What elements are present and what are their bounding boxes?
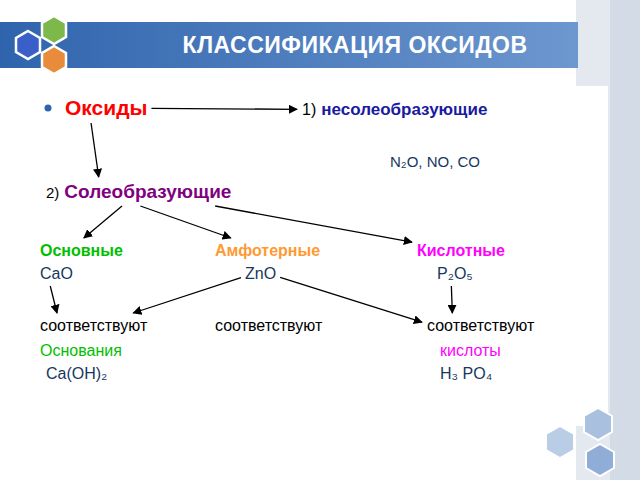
example-formula: P₂O₅ xyxy=(435,264,475,284)
node-text: ZnO xyxy=(245,265,276,282)
node-text-part: несолеобразующие xyxy=(321,100,487,119)
arrow-connector xyxy=(50,286,57,313)
relation-word: соответствуют xyxy=(425,316,536,336)
hexagon xyxy=(16,31,40,59)
relation-word: соответствуют xyxy=(38,316,149,336)
arrow-connector xyxy=(215,206,412,242)
node-text: Кислотные xyxy=(417,242,505,259)
node-text: P₂O₅ xyxy=(437,265,473,282)
arrow-connector xyxy=(451,286,453,313)
hexagon-cluster xyxy=(16,16,66,74)
title-band xyxy=(0,22,578,68)
node-text: Ca(OH)₂ xyxy=(46,365,107,382)
arrow-connector xyxy=(133,278,241,313)
hexagon xyxy=(42,16,66,44)
node-text: H₃ PO₄ xyxy=(440,365,492,382)
example-formula: H₃ PO₄ xyxy=(438,364,494,384)
hexagon xyxy=(584,408,612,440)
relation-word: соответствуют xyxy=(213,316,324,336)
example-formula: CaO xyxy=(38,264,75,284)
class-heading: Кислотные xyxy=(415,241,507,261)
node-text: Основания xyxy=(40,342,122,359)
node-text: 2) xyxy=(46,184,59,201)
node-text: Оксиды xyxy=(65,96,147,119)
example-formula: N₂O, NO, CO xyxy=(388,152,482,172)
arrow-connector xyxy=(91,123,99,177)
category-heading: 1) несолеобразующие xyxy=(300,99,489,121)
arrow-connector xyxy=(280,277,422,322)
node-text-part: Солеобразующие xyxy=(64,181,231,202)
node-text: N₂O, NO, CO xyxy=(390,153,480,170)
arrow-connector xyxy=(151,108,297,109)
side-stripe xyxy=(610,0,640,480)
hexagon xyxy=(546,426,574,458)
node-text: соответствуют xyxy=(40,317,147,334)
bullet-point xyxy=(45,105,52,112)
class-name: кислоты xyxy=(438,341,503,361)
node-text: Амфотерные xyxy=(215,242,320,259)
node-text: 1) xyxy=(302,101,316,118)
node-text: кислоты xyxy=(440,342,501,359)
class-heading: Основные xyxy=(38,241,125,261)
node-text: Основные xyxy=(40,242,123,259)
example-formula: ZnO xyxy=(243,264,278,284)
content-card xyxy=(36,86,608,426)
example-formula: Ca(OH)₂ xyxy=(44,364,109,384)
node-text: CaO xyxy=(40,265,73,282)
node-text: соответствуют xyxy=(427,317,534,334)
arrow-connector xyxy=(140,206,230,238)
arrow-connector xyxy=(84,206,122,238)
root-term: Оксиды xyxy=(63,95,149,121)
hexagon xyxy=(42,46,66,74)
class-heading: Амфотерные xyxy=(213,241,322,261)
slide-title: КЛАССИФИКАЦИЯ ОКСИДОВ xyxy=(182,32,527,59)
hexagon-cluster xyxy=(546,408,614,476)
class-name: Основания xyxy=(38,341,124,361)
node-text: соответствуют xyxy=(215,317,322,334)
hexagon xyxy=(586,444,614,476)
category-heading: 2) Солеобразующие xyxy=(44,180,233,204)
